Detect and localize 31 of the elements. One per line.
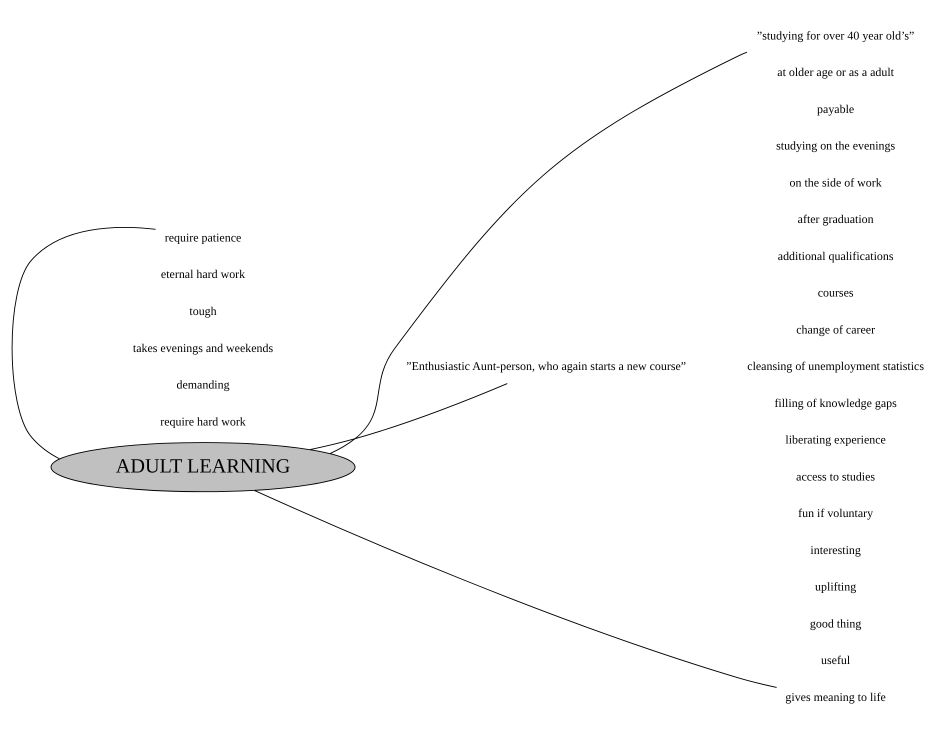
label: payable <box>817 102 854 116</box>
node-text: require patience <box>164 230 242 244</box>
label: cleansing of unemployment statistics <box>747 359 924 374</box>
label: courses <box>818 286 854 300</box>
label: studying on the evenings <box>776 138 896 153</box>
label: uplifting <box>815 580 856 594</box>
connector <box>330 52 748 454</box>
label: good thing <box>810 616 862 630</box>
label: tough <box>189 304 217 318</box>
connector <box>310 383 508 450</box>
label: access to studies <box>796 469 876 484</box>
node-ellipse: ADULT LEARNING <box>50 442 356 492</box>
label: takes evenings and weekends <box>132 340 274 355</box>
label: require hard work <box>160 414 246 428</box>
connector <box>254 490 778 688</box>
connector <box>12 226 156 460</box>
label: interesting <box>810 542 861 557</box>
label: at older age or as a adult <box>777 65 894 80</box>
label: useful <box>821 653 850 668</box>
label: after graduation <box>798 212 874 226</box>
label: on the side of work <box>790 175 882 190</box>
node-text: ”studying for over 40 year old’s” <box>756 28 914 42</box>
label: filling of knowledge gaps <box>774 396 897 410</box>
label: additional qualifications <box>778 248 894 263</box>
label: change of career <box>796 322 876 336</box>
node-text: gives meaning to life <box>785 690 886 704</box>
label: fun if voluntary <box>798 506 874 520</box>
label: liberating experience <box>785 432 886 447</box>
node-text: ”Enthusiastic Aunt-person, who again starts a new course” <box>406 359 686 374</box>
label: eternal hard work <box>160 267 246 282</box>
label: demanding <box>176 378 230 392</box>
